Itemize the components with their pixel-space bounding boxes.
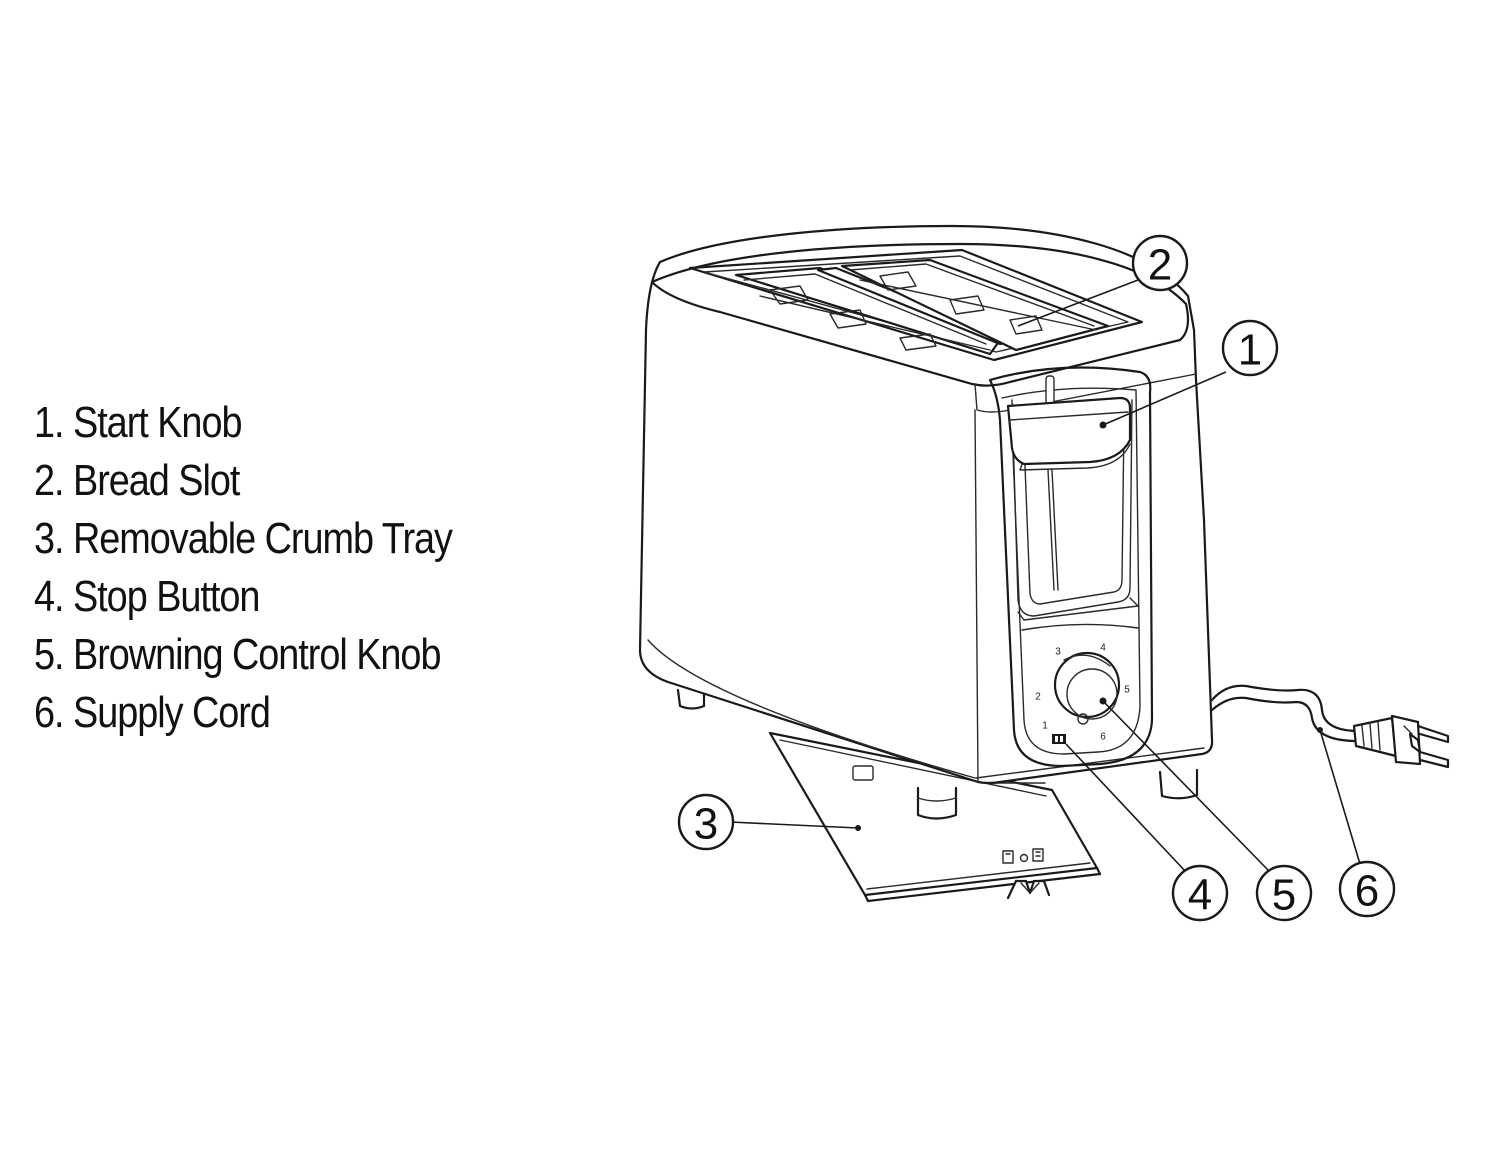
legend-item-start-knob: 1Start Knob xyxy=(34,394,452,452)
legend-number: 5 xyxy=(34,630,73,679)
legend-label: Start Knob xyxy=(72,398,243,447)
leader-6 xyxy=(1319,729,1361,865)
dial-mark-6: 6 xyxy=(1100,732,1106,743)
callout-4-number: 4 xyxy=(1188,871,1212,920)
parts-legend: 1Start Knob 2Bread Slot 3Removable Crumb… xyxy=(34,394,520,742)
callout-3-number: 3 xyxy=(694,800,718,849)
legend-item-stop-button: 4Stop Button xyxy=(34,568,452,626)
legend-number: 4 xyxy=(34,572,73,621)
crumb-tray-symbol xyxy=(1002,848,1044,864)
plug xyxy=(1352,714,1450,769)
legend-label: Removable Crumb Tray xyxy=(72,514,453,563)
bread-slot-right xyxy=(840,258,1110,352)
callout-5-number: 5 xyxy=(1272,871,1296,920)
callout-1-number: 1 xyxy=(1238,326,1262,375)
supply-cord xyxy=(1210,684,1450,769)
stop-button xyxy=(1052,734,1066,744)
callout-6: 6 xyxy=(1338,860,1396,918)
legend-number: 1 xyxy=(34,398,73,447)
callout-2-number: 2 xyxy=(1148,241,1172,290)
leader-2 xyxy=(1017,279,1139,327)
callout-3: 3 xyxy=(677,793,735,851)
crumb-tray-handle xyxy=(1006,879,1051,900)
legend-item-browning-control-knob: 5Browning Control Knob xyxy=(34,626,452,684)
callout-6-number: 6 xyxy=(1355,867,1379,916)
dial-mark-4: 4 xyxy=(1100,643,1106,654)
legend-label: Bread Slot xyxy=(72,456,240,505)
dial-mark-1: 1 xyxy=(1042,721,1048,732)
legend-number: 3 xyxy=(34,514,73,563)
dial-mark-3: 3 xyxy=(1055,647,1061,658)
dial-mark-5: 5 xyxy=(1124,685,1130,696)
callout-1: 1 xyxy=(1221,319,1279,377)
leader-3 xyxy=(729,821,859,829)
leader-1 xyxy=(1102,371,1227,426)
callout-4: 4 xyxy=(1171,864,1229,922)
toaster-feet xyxy=(676,688,1199,820)
leader-4 xyxy=(1065,743,1187,873)
callout-5: 5 xyxy=(1255,864,1313,922)
callout-leaders xyxy=(729,279,1361,873)
legend-item-removable-crumb-tray: 3Removable Crumb Tray xyxy=(34,510,453,568)
legend-label: Supply Cord xyxy=(72,688,271,737)
legend-label: Browning Control Knob xyxy=(72,630,442,679)
legend-item-supply-cord: 6Supply Cord xyxy=(34,684,452,742)
callout-2: 2 xyxy=(1131,234,1189,292)
toaster-body xyxy=(638,224,1214,785)
legend-label: Stop Button xyxy=(72,572,260,621)
control-panel: 1 2 3 4 5 6 xyxy=(988,366,1154,768)
bread-slots xyxy=(688,248,1144,362)
start-knob xyxy=(1006,396,1132,471)
legend-item-bread-slot: 2Bread Slot xyxy=(34,452,452,510)
legend-number: 6 xyxy=(34,688,73,737)
dial-mark-2: 2 xyxy=(1035,692,1041,703)
bread-slot-left xyxy=(734,266,1002,356)
legend-number: 2 xyxy=(34,456,73,505)
leader-5 xyxy=(1102,700,1269,871)
